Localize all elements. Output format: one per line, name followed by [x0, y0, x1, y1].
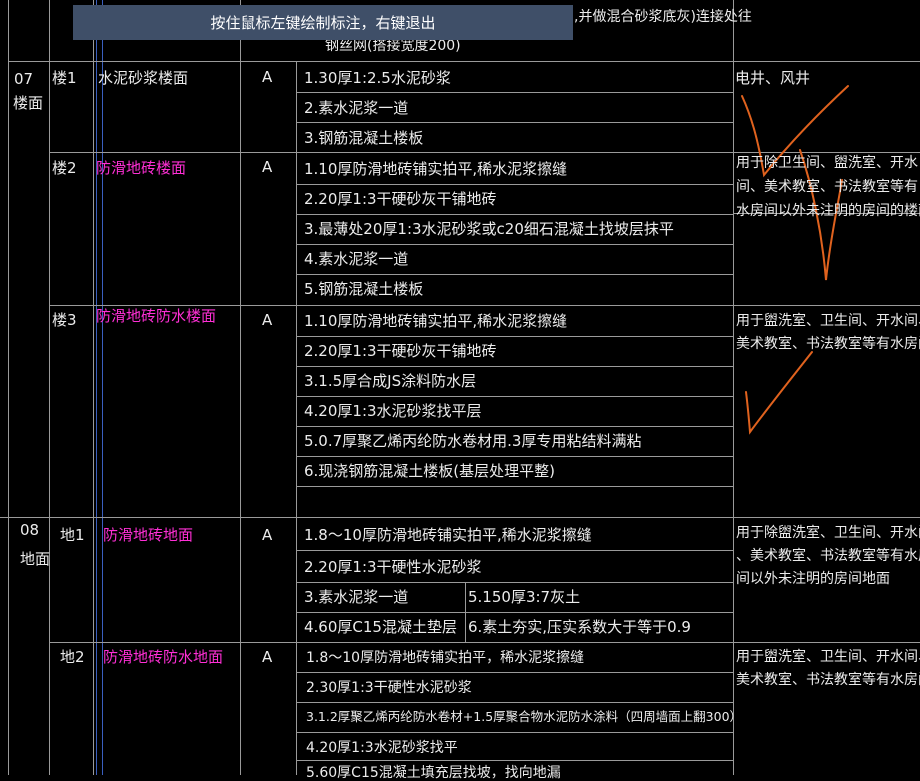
- step-text: 3.钢筋混凝土楼板: [304, 129, 424, 147]
- section-name: 地面: [20, 550, 51, 568]
- item-note-line: 用于除盥洗室、卫生间、开水间: [736, 525, 920, 541]
- item-note-line: 、美术教室、书法教室等有水房: [736, 548, 920, 564]
- item-note-line: 用于除卫生间、盥洗室、开水: [736, 155, 918, 171]
- header-partial-text-2: 钢丝网(搭接宽度200): [325, 38, 461, 54]
- step-text: 4.60厚C15混凝土垫层: [304, 618, 457, 636]
- item-grade: A: [262, 648, 273, 666]
- step-text: 2.20厚1:3干硬砂灰干铺地砖: [304, 190, 497, 208]
- step-text: 5.150厚3:7灰土: [468, 588, 581, 606]
- step-text: 1.30厚1:2.5水泥砂浆: [304, 69, 451, 87]
- step-text: 1.10厚防滑地砖铺实拍平,稀水泥浆擦缝: [304, 312, 568, 330]
- item-id: 地1: [60, 526, 85, 544]
- item-grade: A: [262, 526, 273, 544]
- step-text: 5.钢筋混凝土楼板: [304, 280, 424, 298]
- step-text: 1.8～10厚防滑地砖铺实拍平，稀水泥浆擦缝: [306, 650, 585, 666]
- step-text: 4.20厚1:3水泥砂浆找平层: [304, 402, 482, 420]
- step-text: 1.8～10厚防滑地砖铺实拍平,稀水泥浆擦缝: [304, 526, 592, 544]
- item-note-line: 间以外未注明的房间地面: [736, 571, 890, 587]
- step-text: 4.20厚1:3水泥砂浆找平: [306, 740, 458, 756]
- item-note-line: 水房间以外未注明的房间的楼面: [736, 203, 920, 219]
- checkmark-annotation-1: [741, 85, 849, 178]
- item-note: 电井、风井: [735, 69, 811, 87]
- step-text: 2.20厚1:3干硬性水泥砂浆: [304, 558, 482, 576]
- item-id: 楼1: [52, 69, 77, 87]
- step-text: 6.素土夯实,压实系数大于等于0.9: [468, 618, 691, 636]
- step-text: 2.30厚1:3干硬性水泥砂浆: [306, 680, 472, 696]
- item-title: 水泥砂浆楼面: [98, 69, 189, 87]
- checkmark-annotation-3: [745, 351, 813, 435]
- item-grade: A: [262, 311, 273, 329]
- step-text: 2.素水泥浆一道: [304, 99, 409, 117]
- item-note-line: 美术教室、书法教室等有水房间: [736, 672, 920, 688]
- annotation-marks: [741, 85, 849, 435]
- item-note-line: 用于盥洗室、卫生间、开水间、: [736, 649, 920, 665]
- item-grade: A: [262, 68, 273, 86]
- step-text: 6.现浇钢筋混凝土楼板(基层处理平整): [304, 462, 556, 480]
- item-title: 防滑地砖地面: [103, 526, 194, 544]
- section-code: 07: [14, 70, 34, 88]
- item-note-line: 用于盥洗室、卫生间、开水间、: [736, 313, 920, 329]
- step-text: 3.素水泥浆一道: [304, 588, 409, 606]
- step-text: 3.1.5厚合成JS涂料防水层: [304, 372, 477, 390]
- step-text: 3.1.2厚聚乙烯丙纶防水卷材+1.5厚聚合物水泥防水涂料（四周墙面上翻300）: [306, 709, 743, 724]
- item-id: 楼3: [52, 311, 77, 329]
- item-title: 防滑地砖楼面: [96, 159, 187, 177]
- header-partial-text: ,并做混合砂浆底灰)连接处往: [574, 9, 752, 25]
- step-text: 1.10厚防滑地砖铺实拍平,稀水泥浆擦缝: [304, 160, 568, 178]
- step-text: 3.最薄处20厚1:3水泥砂浆或c20细石混凝土找坡层抹平: [304, 220, 674, 238]
- checkmark-annotation-2: [799, 149, 843, 281]
- item-title: 防滑地砖防水楼面: [96, 307, 217, 325]
- item-note-line: 间、美术教室、书法教室等有: [736, 179, 918, 195]
- step-text: 2.20厚1:3干硬砂灰干铺地砖: [304, 342, 497, 360]
- step-text: 4.素水泥浆一道: [304, 250, 409, 268]
- step-text: 5.60厚C15混凝土填充层找坡，找向地漏: [306, 765, 561, 781]
- item-id: 楼2: [52, 159, 77, 177]
- annotation-tooltip: 按住鼠标左键绘制标注，右键退出: [73, 5, 573, 40]
- step-text: 5.0.7厚聚乙烯丙纶防水卷材用.3厚专用粘结料满粘: [304, 432, 642, 450]
- item-note-line: 美术教室、书法教室等有水房间: [736, 336, 920, 352]
- item-grade: A: [262, 158, 273, 176]
- item-title: 防滑地砖防水地面: [103, 648, 224, 666]
- section-code: 08: [20, 521, 40, 539]
- section-name: 楼面: [13, 94, 44, 112]
- item-id: 地2: [60, 648, 85, 666]
